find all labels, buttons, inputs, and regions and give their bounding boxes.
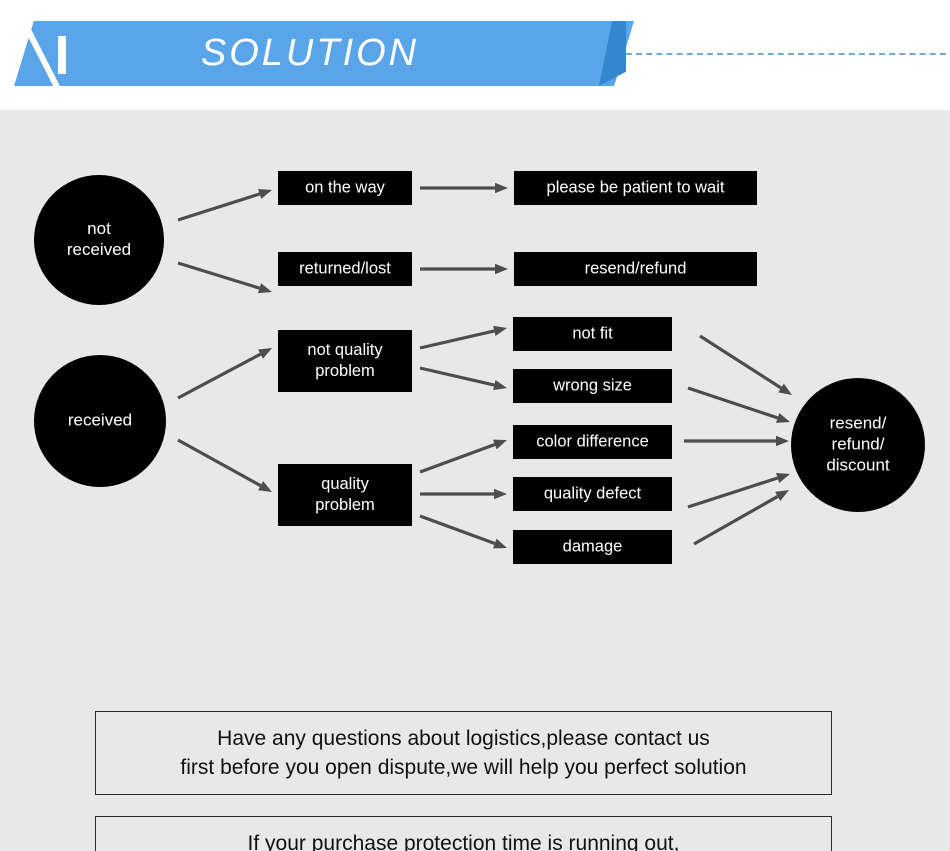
node-label: resend/ (830, 413, 887, 432)
connector-quality-defect-to-end (687, 473, 790, 509)
connector-quality-to-color-difference (419, 439, 507, 474)
solution-flowchart: not received received resend/refund/discoun… (34, 171, 925, 564)
flow-box-returned-lost (278, 252, 412, 286)
flow-box-wrong-size (513, 369, 672, 403)
connector-color-difference-to-end (684, 435, 789, 447)
flow-node-received (34, 355, 166, 487)
connector-not-fit-to-end (699, 334, 792, 395)
node-label: problem (315, 496, 375, 514)
logistics-note-line-1: Have any questions about logistics,pleas… (217, 727, 710, 750)
protection-note-line-1: If your purchase protection time is runn… (247, 831, 680, 851)
connector-on-the-way-to-please-be-patient (420, 182, 508, 194)
connector-received-to-not-quality (177, 348, 272, 400)
connector-received-to-quality (177, 438, 272, 492)
connector-not-quality-to-wrong-size (419, 366, 507, 391)
connector-not-received-to-on-the-way (177, 188, 272, 222)
node-label: resend/refund (585, 259, 687, 277)
connector-returned-lost-to-resend-refund (420, 263, 508, 275)
logistics-note: Have any questions about logistics,pleas… (95, 711, 832, 795)
page-title: SOLUTION (200, 32, 420, 74)
connector-wrong-size-to-end (687, 386, 790, 423)
connector-not-received-to-returned-lost (177, 261, 272, 294)
node-label: wrong size (552, 376, 632, 394)
connector-quality-to-damage (419, 514, 507, 549)
node-label: discount (826, 455, 890, 474)
connector-damage-to-end (693, 490, 789, 546)
protection-time-note: If your purchase protection time is runn… (95, 816, 832, 851)
node-label: color difference (536, 432, 649, 450)
logistics-note-line-2: first before you open dispute,we will he… (180, 756, 747, 779)
flow-box-not-fit (513, 317, 672, 351)
flow-box-please-be-patient (514, 171, 757, 205)
page-header: SOLUTION (0, 0, 950, 110)
connector-quality-to-quality-defect (420, 488, 507, 500)
node-label: quality defect (544, 484, 642, 502)
node-label: received (67, 240, 131, 259)
node-label: quality (321, 475, 369, 493)
flow-box-resend-refund (514, 252, 757, 286)
node-label: please be patient to wait (547, 178, 725, 196)
flow-node-not-received (34, 175, 164, 305)
connector-not-quality-to-not-fit (419, 325, 507, 350)
flow-box-on-the-way (278, 171, 412, 205)
node-label: on the way (305, 178, 386, 196)
flow-box-color-difference (513, 425, 672, 459)
node-label: refund/ (832, 434, 885, 453)
flow-box-quality-defect (513, 477, 672, 511)
node-label: problem (315, 362, 375, 380)
node-label: returned/lost (299, 259, 391, 277)
node-label: not (87, 219, 111, 238)
flow-box-not-quality-problem (278, 330, 412, 392)
content-panel: not received received resend/refund/discoun… (0, 110, 950, 851)
header-marker-bar-icon (58, 36, 66, 74)
flow-node-resend-refund-discount (791, 378, 925, 512)
node-label: not quality (307, 341, 383, 359)
flow-box-quality-problem (278, 464, 412, 526)
header-dashed-rule (626, 53, 950, 55)
flow-box-damage (513, 530, 672, 564)
node-label: damage (563, 537, 623, 555)
header-banner-shape (14, 21, 634, 86)
flowchart-nodes: not received received resend/refund/discoun… (34, 171, 925, 564)
node-label: received (68, 410, 132, 429)
flowchart-connectors (177, 182, 792, 549)
node-label: not fit (572, 324, 613, 342)
